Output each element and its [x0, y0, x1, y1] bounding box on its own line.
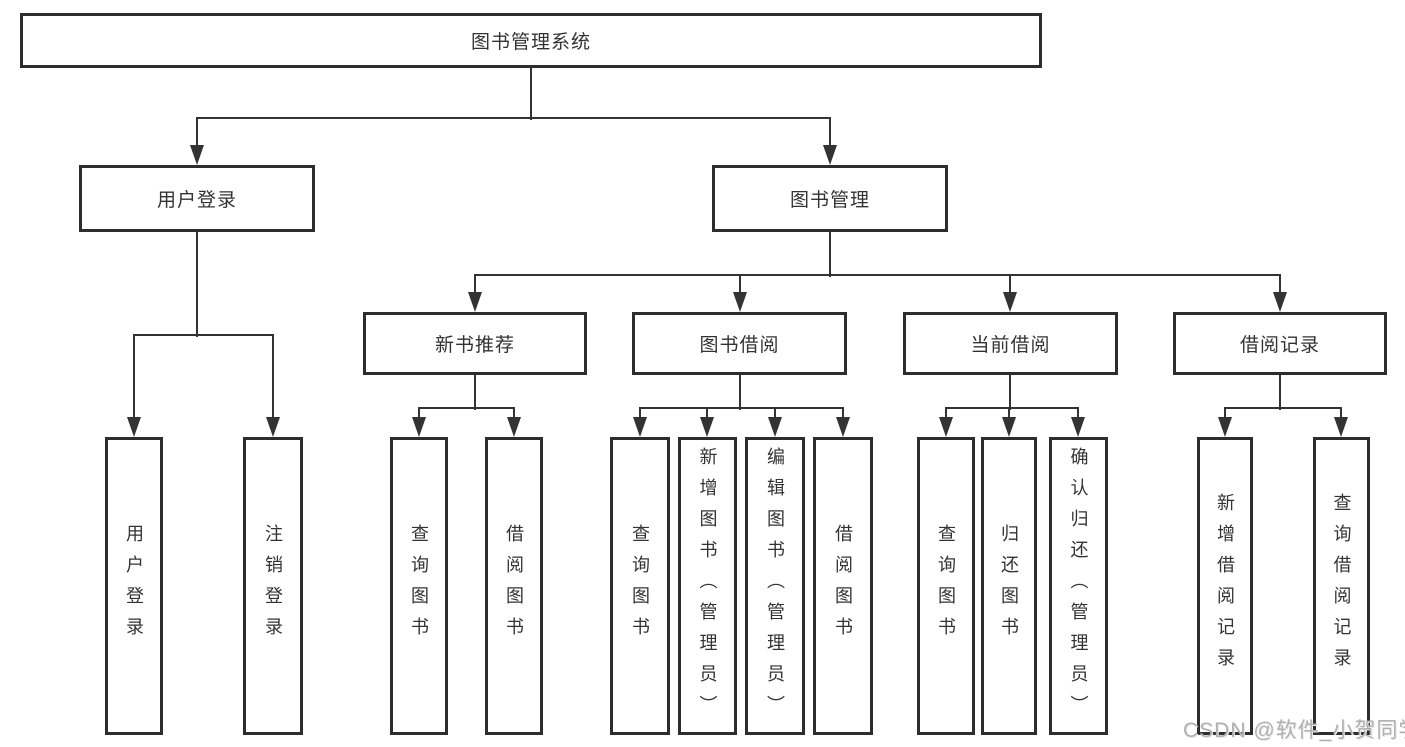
connector-arrow-stub — [774, 408, 776, 421]
node-label: 用户登录 — [124, 524, 144, 648]
arrowhead-down-icon — [1071, 417, 1085, 437]
node-label: 借阅图书 — [833, 524, 853, 648]
arrowhead-down-icon — [468, 292, 482, 312]
node-login-leaf: 用户登录 — [105, 437, 163, 735]
connector-arrow-stub — [842, 408, 844, 421]
node-new-book-rec: 新书推荐 — [363, 312, 587, 375]
connector-arrow-stub — [474, 275, 476, 296]
node-label: 新增借阅记录 — [1215, 493, 1235, 679]
connector-hline — [418, 407, 515, 409]
connector-arrow-stub — [418, 408, 420, 421]
connector-vline — [1279, 375, 1281, 410]
node-label: 借阅记录 — [1239, 335, 1320, 356]
node-borrow-records: 借阅记录 — [1173, 312, 1387, 375]
node-book-borrow: 图书借阅 — [632, 312, 847, 375]
connector-arrow-stub — [272, 335, 274, 421]
arrowhead-down-icon — [507, 417, 521, 437]
node-root: 图书管理系统 — [20, 13, 1042, 68]
node-label: 借阅图书 — [504, 524, 524, 648]
arrowhead-down-icon — [1218, 417, 1232, 437]
node-label: 查询图书 — [630, 524, 650, 648]
connector-hline — [945, 407, 1079, 409]
arrowhead-down-icon — [939, 417, 953, 437]
node-cb-confirm: 确认归还（管理员） — [1049, 437, 1108, 735]
connector-arrow-stub — [829, 118, 831, 149]
connector-arrow-stub — [513, 408, 515, 421]
node-nbr-borrow: 借阅图书 — [485, 437, 543, 735]
connector-vline — [829, 232, 831, 277]
node-label: 图书管理 — [789, 190, 870, 211]
connector-vline — [530, 68, 532, 120]
connector-arrow-stub — [196, 118, 198, 149]
arrowhead-down-icon — [768, 417, 782, 437]
connector-arrow-stub — [133, 335, 135, 421]
connector-arrow-stub — [1224, 408, 1226, 421]
node-label: 图书借阅 — [699, 335, 780, 356]
connector-arrow-stub — [739, 275, 741, 296]
connector-hline — [639, 407, 844, 409]
node-br-query: 查询借阅记录 — [1313, 437, 1370, 735]
arrowhead-down-icon — [1002, 417, 1016, 437]
connector-hline — [196, 117, 831, 119]
node-label: 新书推荐 — [434, 335, 515, 356]
csdn-watermark: CSDN @软件_小贺同学 — [1183, 719, 1405, 742]
node-nbr-query: 查询图书 — [390, 437, 448, 735]
arrowhead-down-icon — [1334, 417, 1348, 437]
node-label: 用户登录 — [156, 190, 237, 211]
arrowhead-down-icon — [823, 145, 837, 165]
arrowhead-down-icon — [633, 417, 647, 437]
connector-vline — [196, 232, 198, 337]
node-br-add: 新增借阅记录 — [1197, 437, 1253, 735]
node-label: 图书管理系统 — [470, 32, 591, 53]
arrowhead-down-icon — [1003, 292, 1017, 312]
node-bb-query: 查询图书 — [610, 437, 670, 735]
node-book-mgmt: 图书管理 — [712, 165, 948, 232]
connector-vline — [474, 375, 476, 410]
connector-arrow-stub — [639, 408, 641, 421]
arrowhead-down-icon — [836, 417, 850, 437]
node-label: 查询借阅记录 — [1331, 493, 1352, 679]
connector-arrow-stub — [1009, 275, 1011, 296]
node-label: 归还图书 — [999, 524, 1019, 648]
node-label: 新增图书（管理员） — [697, 446, 718, 726]
node-bb-add: 新增图书（管理员） — [678, 437, 737, 735]
connector-arrow-stub — [1279, 275, 1281, 296]
arrowhead-down-icon — [412, 417, 426, 437]
node-label: 编辑图书（管理员） — [765, 446, 785, 726]
node-cb-query: 查询图书 — [917, 437, 975, 735]
node-user-login: 用户登录 — [79, 165, 315, 232]
node-logout-leaf: 注销登录 — [243, 437, 303, 735]
node-label: 查询图书 — [936, 524, 956, 648]
arrowhead-down-icon — [190, 145, 204, 165]
node-bb-edit: 编辑图书（管理员） — [745, 437, 805, 735]
connector-hline — [1224, 407, 1342, 409]
connector-vline — [1009, 375, 1011, 410]
arrowhead-down-icon — [733, 292, 747, 312]
arrowhead-down-icon — [127, 417, 141, 437]
node-current-borrow: 当前借阅 — [903, 312, 1118, 375]
node-label: 确认归还（管理员） — [1068, 446, 1089, 726]
arrowhead-down-icon — [1273, 292, 1287, 312]
node-label: 查询图书 — [409, 524, 429, 648]
node-cb-return: 归还图书 — [981, 437, 1037, 735]
connector-arrow-stub — [706, 408, 708, 421]
node-label: 注销登录 — [263, 524, 283, 648]
node-label: 当前借阅 — [970, 335, 1051, 356]
connector-arrow-stub — [1008, 408, 1010, 421]
connector-arrow-stub — [1340, 408, 1342, 421]
node-bb-borrow: 借阅图书 — [813, 437, 873, 735]
connector-arrow-stub — [945, 408, 947, 421]
arrowhead-down-icon — [700, 417, 714, 437]
connector-arrow-stub — [1077, 408, 1079, 421]
connector-vline — [739, 375, 741, 410]
arrowhead-down-icon — [266, 417, 280, 437]
connector-hline — [133, 334, 274, 336]
connector-hline — [474, 274, 1281, 276]
